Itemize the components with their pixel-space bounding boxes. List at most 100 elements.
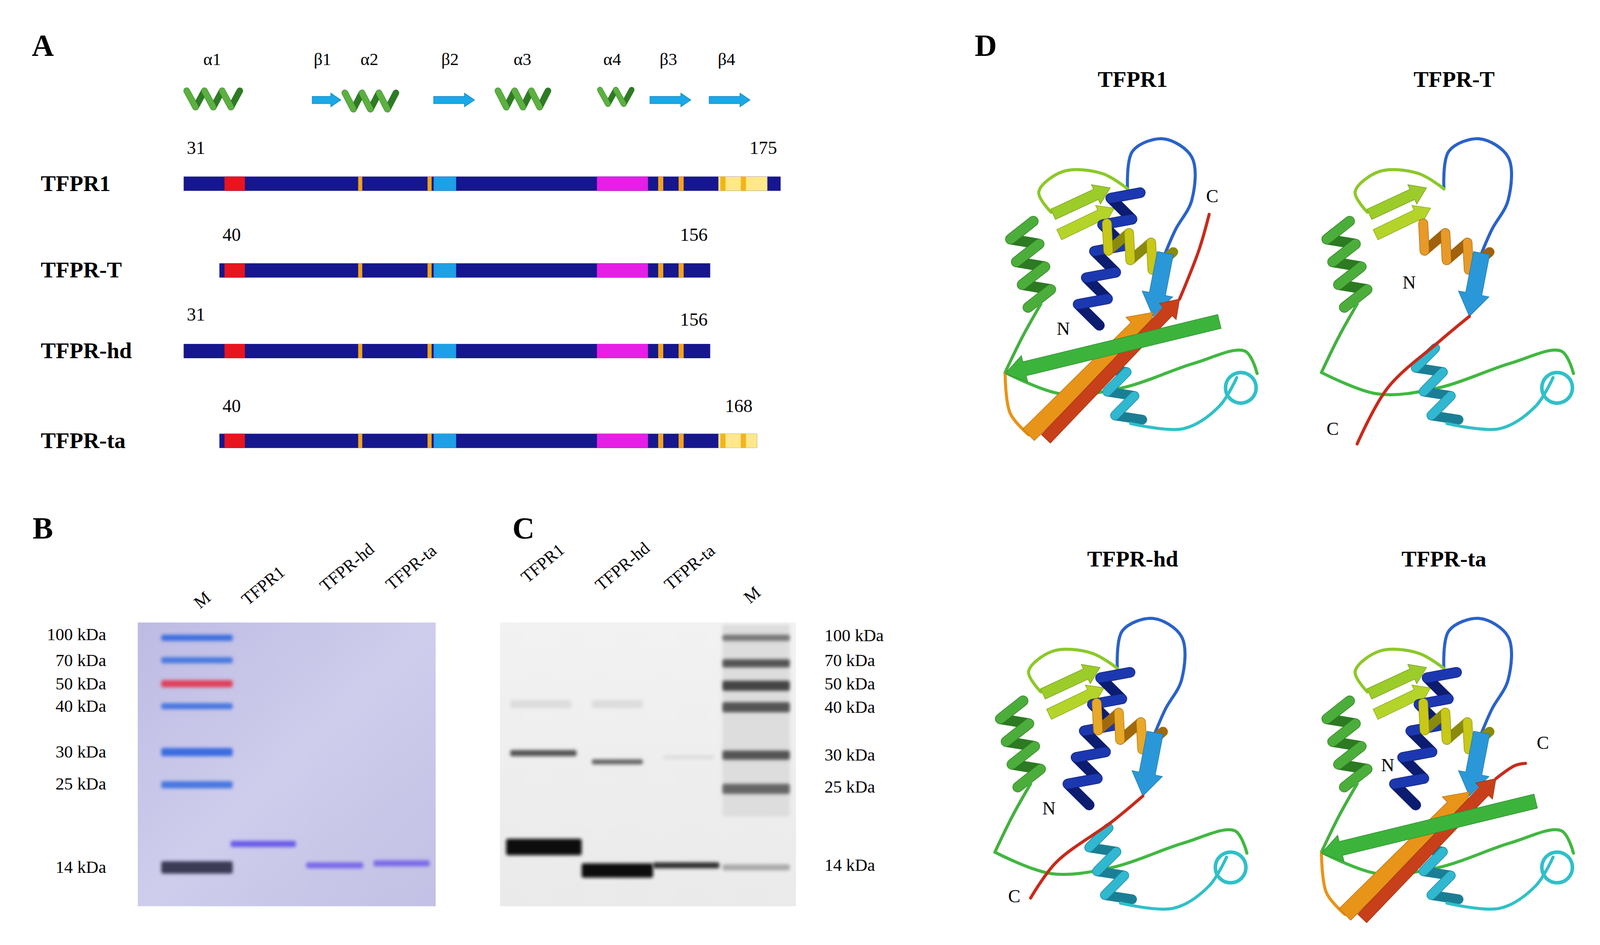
lane-label: TFPR1 <box>238 563 288 609</box>
helix-front <box>1096 703 1099 731</box>
construct-bar <box>183 344 711 359</box>
structure-label: β3 <box>659 50 678 68</box>
structure-title: TFPR-ta <box>1401 548 1487 571</box>
site-stripe <box>358 344 363 359</box>
c-terminal-tail <box>1357 316 1470 445</box>
marker-label: 100 kDa <box>46 626 107 644</box>
dimer-band <box>510 750 577 757</box>
residue-number: 31 <box>186 305 205 324</box>
helix-back <box>1010 221 1051 308</box>
helix-front <box>1141 722 1143 750</box>
helix-front <box>1106 223 1109 252</box>
site-stripe <box>741 176 747 191</box>
loop <box>1321 853 1345 915</box>
domain-block <box>596 176 648 191</box>
site-stripe <box>720 176 726 191</box>
helix-front <box>1016 243 1040 262</box>
helix-back <box>1000 700 1041 788</box>
helix-front <box>1332 723 1356 742</box>
strand-icon <box>709 93 750 107</box>
lane-label: TFPR-ta <box>661 541 719 594</box>
alpha-helix <box>1010 221 1051 308</box>
marker-label: 40 kDa <box>55 697 107 716</box>
helix-front <box>1078 298 1108 305</box>
strand-icon <box>433 93 475 107</box>
beta-strand <box>1358 779 1497 924</box>
terminus-label: C <box>1206 187 1219 206</box>
helix-front <box>1326 700 1350 719</box>
loop <box>1321 304 1358 374</box>
helix-back <box>1089 828 1132 901</box>
helix-front <box>1394 778 1425 785</box>
structure-label: α4 <box>603 50 622 68</box>
beta-strand <box>1458 251 1490 317</box>
helix-front <box>1402 752 1433 758</box>
marker-band <box>161 748 233 757</box>
protein-band <box>230 841 296 848</box>
helix-back <box>345 93 396 110</box>
construct-bar <box>219 434 758 449</box>
beta-strand <box>1022 312 1153 441</box>
marker-band <box>161 703 233 710</box>
helix-back <box>1078 192 1141 326</box>
helix-front <box>1118 713 1121 741</box>
helix-front <box>1423 223 1425 252</box>
tail-block <box>718 434 757 449</box>
loop <box>1120 857 1227 910</box>
sds-page-gel <box>137 622 436 907</box>
alpha-helix <box>1394 672 1457 806</box>
marker-band <box>722 864 790 871</box>
construct-name: TFPR-hd <box>40 340 132 363</box>
helix-front <box>186 90 196 108</box>
secondary-structure-icons <box>186 89 750 110</box>
helix-front <box>1423 703 1425 731</box>
site-stripe <box>678 263 684 278</box>
marker-label: 30 kDa <box>55 743 107 761</box>
helix-front <box>1423 372 1443 392</box>
structure-title: TFPR-hd <box>1087 548 1179 571</box>
site-stripe <box>427 344 432 359</box>
faint-band <box>510 700 572 709</box>
panel-letter: B <box>32 513 53 544</box>
helix-front <box>1326 221 1350 239</box>
western-blot <box>500 622 796 907</box>
dimer-band <box>663 755 715 760</box>
residue-number: 31 <box>186 138 205 158</box>
dimer-band <box>591 759 643 765</box>
site-stripe <box>678 176 684 191</box>
lane-label: TFPR1 <box>517 540 568 587</box>
helix-front <box>1110 192 1141 199</box>
helix-front <box>1086 272 1116 279</box>
structure-label: β4 <box>717 50 735 68</box>
helix-icon <box>345 93 396 110</box>
protein-band <box>581 863 654 878</box>
protein-band <box>653 862 720 869</box>
marker-label: 14 kDa <box>824 856 876 875</box>
protein-cartoon <box>1321 618 1574 923</box>
panel-letter: A <box>32 30 55 61</box>
helix-front <box>616 89 625 105</box>
alpha-helix <box>1067 672 1130 806</box>
lane-label: M <box>190 588 214 612</box>
helix-front <box>1075 752 1106 758</box>
marker-band <box>161 781 233 789</box>
loop <box>1130 377 1237 430</box>
helix-front <box>1151 242 1153 270</box>
marker-band <box>161 657 233 664</box>
helix-front <box>1467 242 1469 270</box>
strand-icon <box>650 93 691 107</box>
marker-label: 14 kDa <box>55 858 107 877</box>
helix-front <box>222 90 231 108</box>
domain-block <box>433 263 456 278</box>
domain-block <box>224 263 245 278</box>
site-stripe <box>678 434 684 449</box>
marker-band <box>722 659 790 668</box>
site-stripe <box>358 263 363 278</box>
protein-cartoon <box>1005 138 1258 444</box>
marker-band <box>161 861 233 874</box>
loop <box>1225 372 1256 404</box>
residue-number: 156 <box>680 310 708 329</box>
helix-front <box>1332 243 1356 262</box>
marker-label: 40 kDa <box>824 698 876 717</box>
site-stripe <box>720 434 726 449</box>
